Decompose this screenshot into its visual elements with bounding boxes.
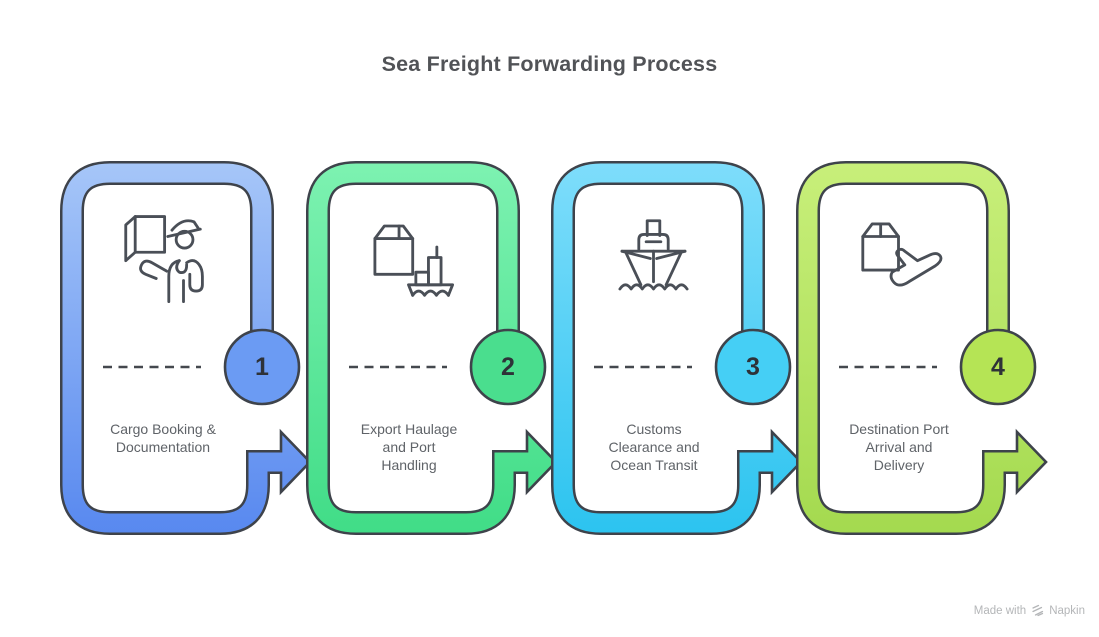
step-number-circle (959, 328, 1037, 406)
card-border-band (798, 163, 1020, 533)
step-card-4: 4 Destination Port Arrival and Delivery (796, 161, 1099, 558)
step-number-circle (469, 328, 547, 406)
customs-officer-document-icon (124, 215, 204, 304)
watermark: Made with Napkin (974, 604, 1085, 617)
step-frame (306, 161, 558, 535)
step-card-3: 3 Customs Clearance and Ocean Transit (551, 161, 873, 558)
watermark-prefix: Made with (973, 604, 1027, 617)
diagram-title: Sea Freight Forwarding Process (381, 52, 718, 76)
container-ship-loading-icon (373, 224, 455, 297)
package-airplane-icon (861, 222, 943, 287)
step-number: 4 (991, 353, 1005, 381)
card-border-band (553, 163, 775, 533)
step-frame (796, 161, 1048, 535)
arrow-icon (1015, 428, 1048, 496)
napkin-logo-icon (1032, 604, 1044, 617)
card-border-band (62, 163, 284, 533)
step-card-1: 1 Cargo Booking & Documentation (60, 161, 382, 558)
step-number-circle (223, 328, 301, 406)
watermark-brand: Napkin (1049, 604, 1085, 617)
step-frame (60, 161, 312, 535)
cargo-ship-icon (618, 219, 689, 291)
arrow-icon (279, 428, 312, 496)
card-border-band (308, 163, 530, 533)
step-frame (551, 161, 803, 535)
step-number: 1 (255, 353, 269, 381)
step-label: Export Haulage and Port Handling (360, 421, 458, 473)
step-number: 2 (501, 353, 515, 381)
step-number-circle (714, 328, 792, 406)
step-label: Customs Clearance and Ocean Transit (608, 421, 700, 473)
step-card-2: 2 Export Haulage and Port Handling (306, 161, 628, 558)
step-label: Cargo Booking & Documentation (110, 421, 216, 455)
step-label: Destination Port Arrival and Delivery (849, 421, 949, 473)
step-number: 3 (746, 353, 760, 381)
